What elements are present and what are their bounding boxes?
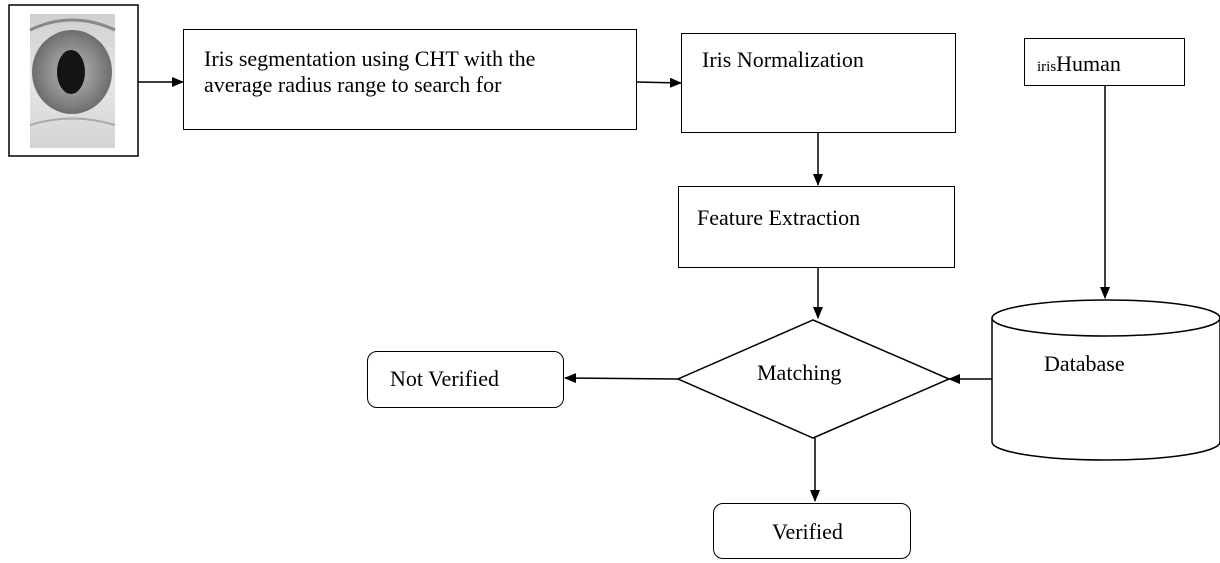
not-verified-label: Not Verified <box>390 366 499 391</box>
arrow-segmentation-to-normalization <box>635 77 682 88</box>
normalization-label: Iris Normalization <box>702 47 864 72</box>
iris-human-prefix: iris <box>1037 59 1057 75</box>
verified-label: Verified <box>772 519 843 544</box>
normalization-box: Iris Normalization <box>681 33 956 133</box>
database-label: Database <box>1044 351 1125 376</box>
eyelash-icon <box>29 18 116 32</box>
verified-box: Verified <box>713 503 911 559</box>
feature-extraction-label: Feature Extraction <box>697 205 861 230</box>
arrow-matching-to-not-verified <box>564 373 679 384</box>
iris-human-main: Human <box>1056 51 1121 76</box>
iris-human-box: irisHuman <box>1024 38 1185 86</box>
pupil-icon <box>57 50 85 94</box>
segmentation-box: Iris segmentation using CHT with the ave… <box>183 29 637 130</box>
iris-human-label: irisHuman <box>1037 51 1121 80</box>
matching-diamond <box>676 319 951 439</box>
eye-image <box>8 4 139 157</box>
feature-extraction-box: Feature Extraction <box>678 186 955 268</box>
segmentation-label: Iris segmentation using CHT with the ave… <box>204 46 536 97</box>
not-verified-box: Not Verified <box>367 351 564 408</box>
database-cylinder <box>991 299 1220 461</box>
matching-label: Matching <box>757 360 842 385</box>
